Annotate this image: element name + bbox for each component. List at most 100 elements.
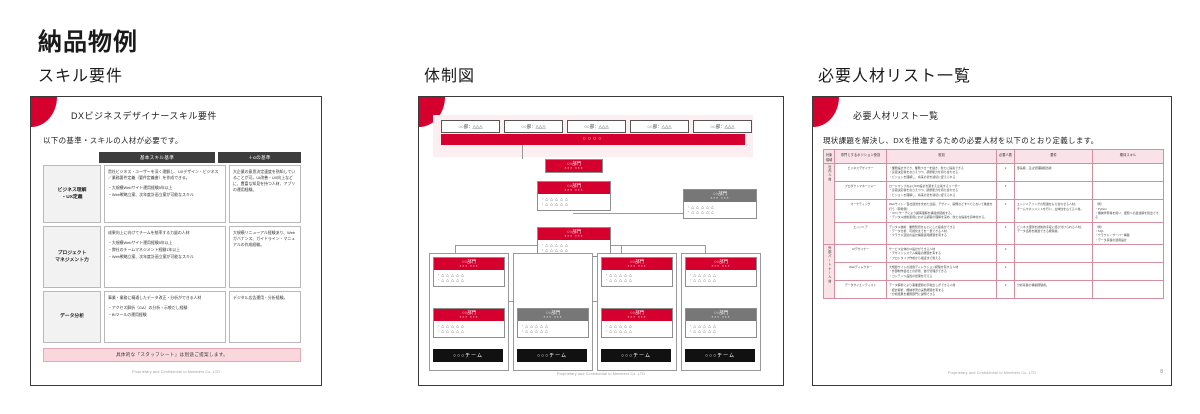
cell-role: 大規模サイトの運用ディレクション経験を有する人材 ・外部制作会社との折衝、進行管… xyxy=(886,262,997,282)
skill-basic-bullet-0-0: ・大規模Webサイト運用経験5年以上 xyxy=(108,185,173,191)
skill-cell-plus-0: 大企業の意思決定速度を熟知していることが可。UI改善・UX向上などに、豊富な知見… xyxy=(229,165,301,223)
org-node-body: ・△ △ △ △ △ ・△ △ △ △ △ xyxy=(538,240,610,256)
cell-count: 2 xyxy=(996,162,1015,183)
org-node-bullet: ・△ △ △ △ △ xyxy=(605,278,633,283)
role-line: ロードマップおよびKPI設計を踏まえ立案するリーダー xyxy=(889,184,961,189)
org-red-bar: ○○○○ xyxy=(441,134,745,145)
slide-skill-requirements[interactable]: DXビジネスデザイナースキル要件 以下の基準・スキルの人材が必要です。 基本スキ… xyxy=(30,96,322,386)
org-node-bullet: ・△ △ △ △ △ xyxy=(437,329,465,334)
skill-table: 基本スキル基準 ＋αの基準 ビジネス理解・UX定義 貴社ビジネス・ユーザーを深く… xyxy=(43,152,301,346)
org-node-c2-bottom[interactable]: ○○部門 ××× ××× ・△ △ △ △ △ ・△ △ △ △ △ xyxy=(517,308,589,339)
skill-basic-bullet-1-2: ・Web戦略立案、次年度計画立案が可能なスキル xyxy=(108,254,194,260)
table-row: Webディレクター 大規模サイトの運用ディレクション経験を有する人材 ・外部制作… xyxy=(824,262,1164,282)
org-node-body: ・△ △ △ △ △ ・△ △ △ △ △ xyxy=(434,321,504,337)
skill-basic-bullet-2-1: ・BIツールの運用経験 xyxy=(108,312,147,318)
skill-col-header-basic: 基本スキル基準 xyxy=(99,152,215,163)
cell-requirement xyxy=(1014,181,1093,201)
table-row: マーケティング Webサイト／自社運営を含めた企画、デザイン、開発などすべてにお… xyxy=(824,199,1164,223)
table-row: 外部パートナー人材 UIデザイナー サービス全体のUI設計ができる人材 ・デザイ… xyxy=(823,244,1164,300)
cell-position: ビジネスデザイナー xyxy=(834,162,887,183)
role-line: ・デザインシステム構築の経験を有する xyxy=(889,251,941,256)
org-team-bar: ○○○チーム xyxy=(601,349,671,362)
org-top-box-row: ○○部：△△△ ○○部：△△△ ○○部：△△△ ○○部：△△△ ○○部：△△△ xyxy=(441,120,752,133)
org-node-c1-bottom[interactable]: ○○部門 ××× ××× ・△ △ △ △ △ ・△ △ △ △ △ xyxy=(433,308,505,339)
org-node-title: ○○部門 xyxy=(713,258,729,264)
org-node-bullet: ・△ △ △ △ △ xyxy=(689,323,717,328)
skill-basic-bullet-1-1: ・弊社のチームマネジメント経験1年以上 xyxy=(108,247,181,253)
org-team-bar: ○○○チーム xyxy=(517,349,587,362)
skill-table-header-row: 基本スキル基準 ＋αの基準 xyxy=(43,152,301,163)
org-node-c3-top[interactable]: ○○部門 ××× ××× ・△ △ △ △ △ ・△ △ △ △ △ xyxy=(601,257,673,288)
org-connector xyxy=(522,145,523,159)
slide-skill-title: DXビジネスデザイナースキル要件 xyxy=(71,111,217,121)
skill-plus-main-2: デジタル広告運用・分析経験。 xyxy=(233,295,288,300)
cell-skill xyxy=(1092,162,1164,183)
org-node-bullet: ・△ △ △ △ △ xyxy=(689,278,717,283)
org-node-body: ・△ △ △ △ △ ・△ △ △ △ △ xyxy=(684,202,756,218)
skill-line: （例） xyxy=(1095,224,1104,229)
org-node-bullet: ・△ △ △ △ △ xyxy=(689,329,717,334)
skill-cell-plus-2: デジタル広告運用・分析経験。 xyxy=(229,291,301,343)
org-node-subtitle: ××× ××× xyxy=(710,196,730,201)
org-node-bullet: ・△ △ △ △ △ xyxy=(605,272,633,277)
org-node-subtitle: ××× ××× xyxy=(564,166,584,171)
role-line: ・意思決定者をおさえつつ、調整能力を持ち合わせる xyxy=(889,188,959,193)
org-node-title: ○○部門 xyxy=(629,309,645,315)
org-node-subtitle: ××× ××× xyxy=(627,264,647,269)
org-node-body: ・△ △ △ △ △ ・△ △ △ △ △ xyxy=(686,321,756,337)
cell-requirement xyxy=(1014,262,1093,282)
org-node-mid-2[interactable]: ○○部門 ××× ××× ・△ △ △ △ △ ・△ △ △ △ △ xyxy=(537,227,611,258)
heading-skill: スキル要件 xyxy=(38,68,124,85)
org-node-body: ・△ △ △ △ △ ・△ △ △ △ △ xyxy=(434,270,504,286)
slide-org-footer: Proprietary and Confidential to Members … xyxy=(556,372,646,376)
skill-row-label-1: プロジェクトマネジメント力 xyxy=(43,226,101,288)
org-node-bullet: ・△ △ △ △ △ xyxy=(687,210,715,215)
org-node-subtitle: ××× ××× xyxy=(711,264,731,269)
org-chart: ○○部：△△△ ○○部：△△△ ○○部：△△△ ○○部：△△△ ○○部：△△△ … xyxy=(427,115,775,371)
cell-requirement: 部長級、又は管理職相当者 xyxy=(1014,162,1093,183)
org-node-mid-1[interactable]: ○○部門 ××× ××× ・△ △ △ △ △ ・△ △ △ △ △ xyxy=(537,181,611,212)
skill-line: ・SQL xyxy=(1095,228,1104,233)
org-node-root[interactable]: ○○部門 ××× ××× xyxy=(545,159,603,174)
org-node-side-gray[interactable]: ○○部門 ××× ××× ・△ △ △ △ △ ・△ △ △ △ △ xyxy=(683,189,757,220)
skill-line: ・クラウド／サーバー構築 xyxy=(1095,233,1130,238)
org-node-c4-bottom[interactable]: ○○部門 ××× ××× ・△ △ △ △ △ ・△ △ △ △ △ xyxy=(685,308,757,339)
col-header-skill: 期待スキル xyxy=(1092,149,1164,164)
org-node-title: ○○部門 xyxy=(712,190,728,196)
cell-position: データサイエンティスト xyxy=(834,280,887,300)
heading-org: 体制図 xyxy=(424,68,476,85)
role-line: ・業務設計ができ、業務フローを描き、新たに提案できる xyxy=(889,166,964,170)
org-node-bullet: ・△ △ △ △ △ xyxy=(605,323,633,328)
org-node-c3-bottom[interactable]: ○○部門 ××× ××× ・△ △ △ △ △ ・△ △ △ △ △ xyxy=(601,308,673,339)
cell-role: ・業務設計ができ、業務フローを描き、新たに提案できる ・意思決定者をおさえつつ、… xyxy=(886,162,997,183)
org-node-body: ・△ △ △ △ △ ・△ △ △ △ △ xyxy=(518,321,588,337)
slide-org-chart[interactable]: ○○部：△△△ ○○部：△△△ ○○部：△△△ ○○部：△△△ ○○部：△△△ … xyxy=(418,96,784,386)
table-row: ビジネス理解・UX定義 貴社ビジネス・ユーザーを深く理解し、UXデザイン・ビジネ… xyxy=(43,165,301,223)
role-line: Webサイト／自社運営を含めた企画、デザイン、開発などすべてにおいて推進を行う（… xyxy=(889,202,993,211)
org-node-c1-top[interactable]: ○○部門 ××× ××× ・△ △ △ △ △ ・△ △ △ △ △ xyxy=(433,257,505,288)
footer-text: Proprietary and Confidential to Members … xyxy=(947,371,1037,375)
cell-requirement: 分析基盤の構築経験者。 xyxy=(1014,280,1093,300)
skill-cell-basic-0: 貴社ビジネス・ユーザーを深く理解し、UXデザイン・ビジネス／業務要件定義（要件定… xyxy=(104,165,226,223)
skill-basic-main-2: 事業・業務に精通したデータ改正・分析ができる人材 xyxy=(108,295,202,300)
org-node-subtitle: ××× ××× xyxy=(627,315,647,320)
col-header-area: 対象領域 xyxy=(823,149,835,164)
org-node-header: ○○部門 ××× ××× xyxy=(538,182,610,195)
org-node-body: ・△ △ △ △ △ ・△ △ △ △ △ xyxy=(538,194,610,210)
org-node-bullet: ・△ △ △ △ △ xyxy=(437,278,465,283)
org-node-title: ○○部門 xyxy=(461,309,477,315)
org-node-bullet: ・△ △ △ △ △ xyxy=(541,196,569,201)
cell-position: エンジニア xyxy=(834,221,887,246)
cell-role: データ解析により事業課題の示唆出しができる人材 ・統計解析、機械学習の実務経験を… xyxy=(886,280,997,300)
col-header-requirement: 要件 xyxy=(1014,149,1093,164)
org-team-bar: ○○○チーム xyxy=(433,349,503,362)
org-node-header: ○○部門 ××× ××× xyxy=(546,160,602,173)
slide-personnel-list[interactable]: 必要人材リスト一覧 現状課題を解決し、DXを推進するための必要人材を以下のとおり… xyxy=(812,96,1172,386)
skill-line: ・Python xyxy=(1095,206,1107,211)
org-node-c4-top[interactable]: ○○部門 ××× ××× ・△ △ △ △ △ ・△ △ △ △ △ xyxy=(685,257,757,288)
skill-row-label-2: データ分析 xyxy=(43,291,101,343)
role-line: ・ビジョンを理解し、将来の姿を適切に捉えられる xyxy=(889,174,956,179)
org-node-title: ○○部門 xyxy=(566,182,582,188)
cell-skill: （例） ・SQL ・クラウド／サーバー構築 ・データ基盤の運用設計 xyxy=(1092,221,1164,246)
